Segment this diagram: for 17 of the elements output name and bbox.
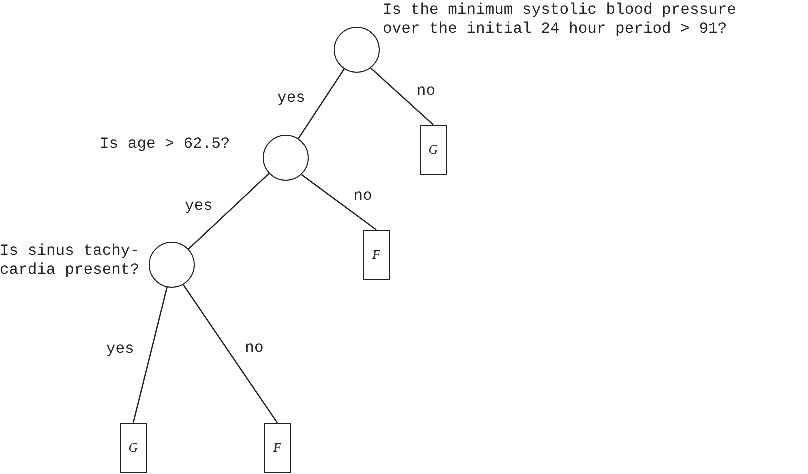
class-label: F <box>372 247 380 263</box>
leaf-box <box>363 230 390 280</box>
tree-branch-line <box>188 173 270 250</box>
tree-branch-line <box>370 68 434 126</box>
leaf-box <box>120 423 147 473</box>
tree-branch-line <box>182 284 278 424</box>
class-label: F <box>274 440 282 456</box>
class-label: G <box>428 142 438 158</box>
leaf-box <box>420 125 447 175</box>
leaf-box <box>264 423 291 473</box>
question-text: Is the minimum systolic blood pressure over the initial 24 hour period > 91? <box>383 1 738 39</box>
class-label: G <box>128 440 138 456</box>
question-text: Is age > 62.5? <box>100 135 232 154</box>
tree-branch-line <box>298 68 345 140</box>
tree-branch-line <box>132 287 168 424</box>
question-text: Is sinus tachy- cardia present? <box>0 242 141 280</box>
tree-branch-line <box>301 174 377 231</box>
